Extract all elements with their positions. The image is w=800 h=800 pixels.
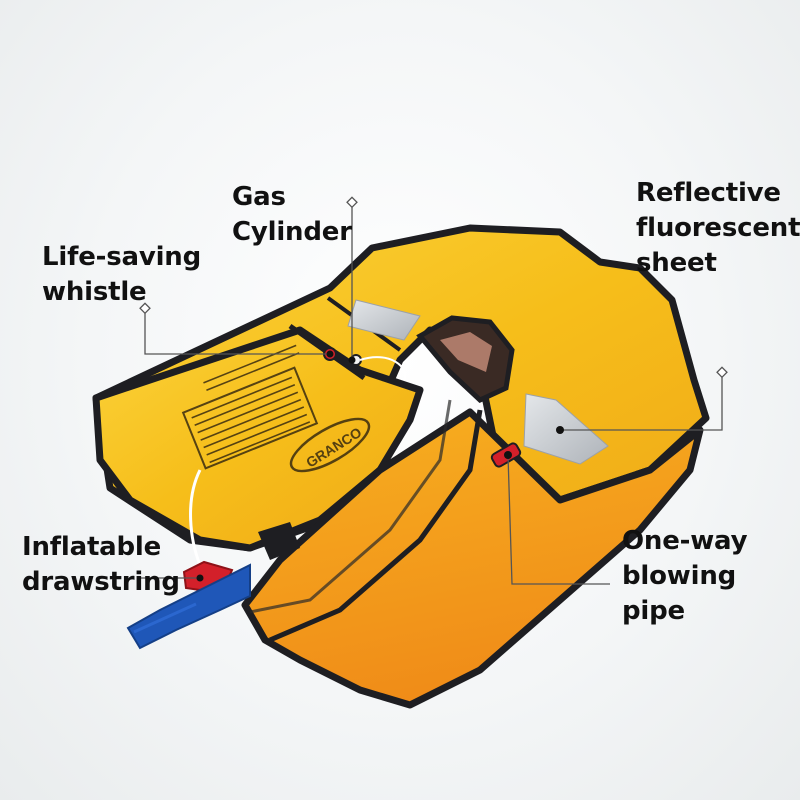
label-gas-cylinder-line1: Gas [232,182,286,212]
label-pipe-line3: pipe [622,596,685,626]
label-blowing-pipe: One-way blowing pipe [622,524,748,629]
label-reflective-sheet: Reflective fluorescent sheet [636,176,800,281]
leader-anchors [196,350,564,582]
label-drawstring-line1: Inflatable [22,532,162,562]
label-whistle: Life-saving whistle [42,240,201,310]
label-drawstring: Inflatable drawstring [22,530,180,600]
leader-lines [140,203,723,585]
label-pipe-line1: One-way [622,526,748,556]
reflective-sheet-right [523,393,609,465]
label-whistle-line2: whistle [42,277,147,307]
label-drawstring-line2: drawstring [22,567,180,597]
leader-markers [139,196,728,379]
label-gas-cylinder-line2: Cylinder [232,217,352,247]
label-pipe-line2: blowing [622,561,737,591]
label-reflective-line1: Reflective [636,178,781,208]
label-reflective-line2: fluorescent [636,213,800,243]
waist-buckle [258,522,300,560]
label-gas-cylinder: Gas Cylinder [232,180,352,250]
reflective-sheet-left [347,299,421,341]
label-whistle-line1: Life-saving [42,242,202,272]
right-front-panel [241,408,704,709]
label-reflective-line3: sheet [636,248,717,278]
